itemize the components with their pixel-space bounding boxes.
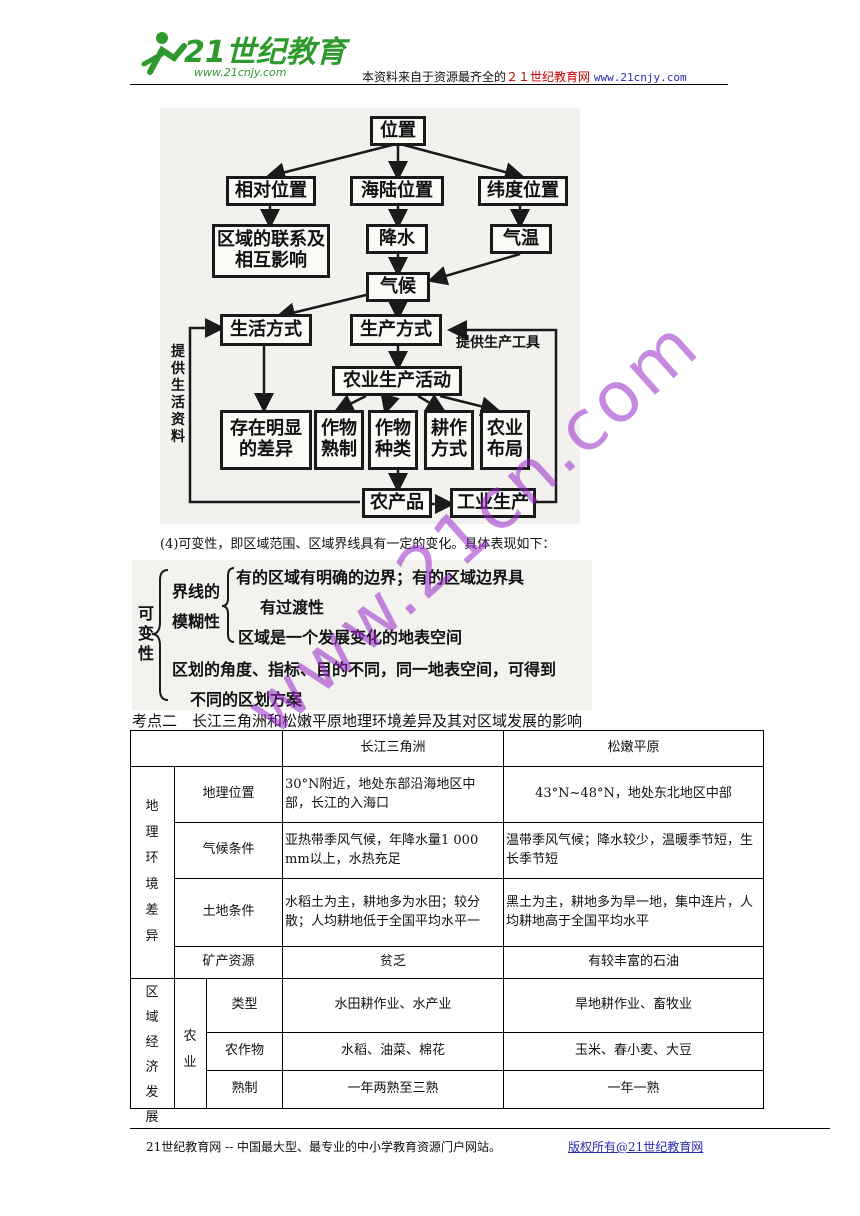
row-label-crops: 农作物 (224, 1043, 264, 1059)
box-crop-type: 作物种类 (368, 410, 418, 470)
footer-divider (130, 1128, 830, 1129)
box-latitude-location: 纬度位置 (478, 176, 568, 206)
box-relative-location: 相对位置 (226, 176, 316, 206)
row-label-location: 地理位置 (202, 786, 255, 802)
col-header-yangtze: 长江三角洲 (360, 740, 426, 756)
box-farming-method: 耕作方式 (424, 410, 474, 470)
box-industrial-production: 工业生产 (450, 488, 536, 518)
box-crop-system: 作物熟制 (314, 410, 364, 470)
cell-songnen-cropping-system: 一年一熟 (607, 1081, 660, 1097)
cell-yangtze-cropping-system: 一年两熟至三熟 (347, 1081, 439, 1097)
cell-yangtze-climate: 亚热带季风气候，年降水量1 000 mm以上，水热充足 (285, 832, 479, 867)
box-production-mode: 生产方式 (350, 314, 442, 346)
cell-songnen-minerals: 有较丰富的石油 (587, 954, 679, 970)
label-provide-living-materials: 提供生活资料 (171, 344, 185, 445)
row-label-land: 土地条件 (202, 904, 255, 920)
header-source-line: 本资料来自于资源最齐全的２１世纪教育网 www.21cnjy.com (362, 68, 687, 85)
site-logo[interactable]: 21世纪教育 www.21cnjy.com (140, 28, 351, 80)
row-label-agri-type: 类型 (231, 997, 258, 1013)
box-obvious-differences: 存在明显的差异 (220, 410, 312, 470)
cell-yangtze-minerals: 贫乏 (379, 954, 406, 970)
cell-songnen-agri-type: 旱地耕作业、畜牧业 (574, 997, 692, 1013)
boundary-point-1: 有的区域有明确的边界；有的区域边界具 (236, 568, 525, 587)
box-temperature: 气温 (490, 224, 552, 254)
row-label-climate: 气候条件 (202, 842, 255, 858)
row-label-minerals: 矿产资源 (202, 954, 255, 970)
item-4-variability-intro: (4)可变性，即区域范围、区域界线具有一定的变化。具体表现如下： (160, 537, 556, 552)
cell-yangtze-crops: 水稻、油菜、棉花 (340, 1043, 445, 1059)
cell-yangtze-land: 水稻土为主，耕地多为水田；较分散；人均耕地低于全国平均水平一 (285, 894, 481, 929)
cell-songnen-climate: 温带季风气候；降水较少，温暖季节短，生长季节短 (506, 832, 754, 867)
header-url-link[interactable]: www.21cnjy.com (593, 71, 687, 84)
cell-yangtze-agri-type: 水田耕作业、水产业 (334, 997, 452, 1013)
box-agricultural-activity: 农业生产活动 (332, 366, 462, 396)
label-provide-production-tools: 提供生产工具 (456, 335, 540, 351)
variability-main-label: 可变性 (138, 604, 155, 663)
boundary-label-line2: 模糊性 (172, 612, 221, 631)
box-agri-layout: 农业布局 (480, 410, 530, 470)
col-header-songnen: 松嫩平原 (607, 740, 660, 756)
footer-text: 21世纪教育网 -- 中国最大型、最专业的中小学教育资源门户网站。 (146, 1140, 502, 1154)
boundary-point-1-cont: 有过渡性 (260, 598, 325, 617)
group-label-environment: 地理环境差异 (145, 799, 159, 944)
cell-songnen-land: 黑土为主，耕地多为旱一地，集中连片，人均耕地高于全国平均水平 (506, 894, 754, 929)
cell-songnen-crops: 玉米、春小麦、大豆 (574, 1043, 692, 1059)
boundary-point-2: 区域是一个发展变化的地表空间 (238, 628, 463, 647)
box-lifestyle: 生活方式 (220, 314, 312, 346)
box-climate: 气候 (366, 272, 430, 302)
section-title: 考点二 长江三角洲和松嫩平原地理环境差异及其对区域发展的影响 (132, 712, 583, 730)
svg-text:21世纪教育: 21世纪教育 (184, 35, 351, 70)
box-land-sea-location: 海陆位置 (350, 176, 444, 206)
regionalization-point: 区划的角度、指标、目的不同，同一地表空间，可得到 (172, 660, 557, 679)
location-flow-diagram: 位置 相对位置 海陆位置 纬度位置 区域的联系及相互影响 降水 气温 气候 生活… (160, 108, 580, 524)
row-label-cropping-system: 熟制 (231, 1081, 258, 1097)
cell-songnen-location: 43°N~48°N，地处东北地区中部 (535, 786, 732, 802)
comparison-table: 长江三角洲 松嫩平原 地理环境差异 区域经济发展 农业 地理位置 30°N附近，… (130, 730, 764, 1125)
sub-label-agriculture: 农业 (183, 1029, 197, 1070)
header-divider (130, 84, 728, 85)
header-brand: ２１世纪教育网 (506, 70, 591, 84)
footer-copyright-link[interactable]: 版权所有@21世纪教育网 (568, 1140, 704, 1154)
regionalization-point-cont: 不同的区划方案 (190, 690, 303, 709)
box-precipitation: 降水 (366, 224, 428, 254)
cell-yangtze-location: 30°N附近，地处东部沿海地区中部，长江的入海口 (285, 776, 476, 811)
svg-text:www.21cnjy.com: www.21cnjy.com (194, 66, 287, 79)
header-prefix: 本资料来自于资源最齐全的 (362, 70, 507, 84)
variability-diagram: 可变性 界线的 模糊性 有的区域有明确的边界；有的区域边界具 有过渡性 区域是一… (132, 560, 592, 710)
group-label-economy: 区域经济发展 (145, 985, 159, 1125)
box-location: 位置 (370, 116, 426, 146)
box-regional-links: 区域的联系及相互影响 (212, 224, 330, 278)
boundary-label-line1: 界线的 (172, 582, 221, 601)
box-agri-products: 农产品 (362, 488, 432, 518)
